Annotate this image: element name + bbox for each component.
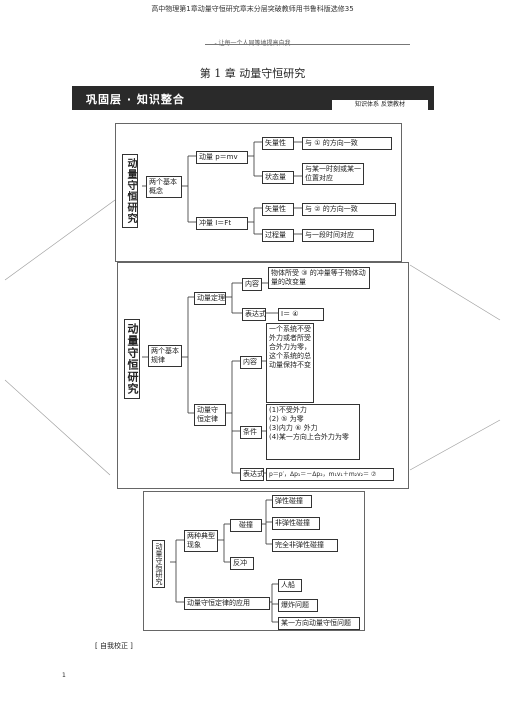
banner-title: 巩固层 · 知识整合 (86, 93, 185, 106)
map1-process: 过程量 (262, 229, 294, 242)
map2-branch: 两个基本规律 (148, 345, 182, 367)
page-number: 1 (62, 672, 66, 679)
map3-perfectly-inelastic: 完全非弹性碰撞 (272, 539, 338, 552)
map2-content2-value: 一个系统不受外力或者所受合外力为零，这个系统的总动量保持不变 (266, 323, 314, 403)
map1-momentum: 动量 p＝mv (196, 151, 248, 164)
map2-expr2-value: p＝p′，Δp₁＝－Δp₂，m₁v₁＋m₂v₂＝ ⑦ (266, 468, 394, 481)
map2-conservation: 动量守恒定律 (194, 404, 226, 426)
map2-theorem: 动量定理 (194, 292, 226, 305)
concept-map-2: 动量守恒研究 两个基本规律 动量定理 内容 物体所受 ③ 的冲量等于物体动量的改… (117, 262, 409, 489)
map1-branch: 两个基本概念 (146, 176, 182, 198)
self-correction-label: [ 自我校正 ] (95, 642, 133, 650)
map3-root: 动量守恒研究 (152, 540, 165, 588)
map3-elastic: 弹性碰撞 (272, 495, 312, 508)
condition-item: (4)某一方向上合外力为零 (269, 433, 349, 441)
map3-inelastic: 非弹性碰撞 (272, 517, 320, 530)
map3-collision: 碰撞 (230, 519, 262, 532)
map2-content1-value: 物体所受 ③ 的冲量等于物体动量的改变量 (268, 267, 370, 289)
map1-vector2: 矢量性 (262, 203, 294, 216)
document-header: 高中物理第1章动量守恒研究章末分层突破教师用书鲁科版选修35 (151, 5, 354, 13)
map2-expr1-value: I＝ ④ (278, 308, 324, 321)
map2-content2: 内容 (240, 356, 262, 369)
map2-expr2: 表达式 (240, 468, 264, 481)
map3-explosion: 爆炸问题 (278, 599, 318, 612)
header-subtitle: - 让每一个人同等地提高自我 (214, 40, 291, 47)
concept-map-1: 动量守恒研究 两个基本概念 动量 p＝mv 冲量 I＝Ft 矢量性 与 ① 的方… (115, 123, 402, 262)
condition-item: (2) ⑤ 为零 (269, 415, 304, 423)
map2-root: 动量守恒研究 (124, 319, 140, 399)
condition-item: (1)不受外力 (269, 406, 307, 414)
header-rule (205, 44, 410, 45)
map3-man-boat: 人船 (278, 579, 302, 592)
map3-branch: 两种典型现象 (184, 530, 218, 552)
concept-map-3: 动量守恒研究 两种典型现象 碰撞 弹性碰撞 非弹性碰撞 完全非弹性碰撞 反冲 动… (143, 491, 365, 631)
map2-condition: 条件 (240, 426, 262, 439)
map3-one-direction: 某一方向动量守恒问题 (278, 617, 360, 630)
map2-condition-list: (1)不受外力 (2) ⑤ 为零 (3)内力 ⑥ 外力 (4)某一方向上合外力为… (266, 404, 360, 460)
map3-application: 动量守恒定律的应用 (184, 597, 270, 610)
map1-state: 状态量 (262, 171, 294, 184)
banner-tag: 知识体系 反馈教材 (332, 100, 428, 110)
map1-impulse: 冲量 I＝Ft (196, 217, 248, 230)
map1-vector1: 矢量性 (262, 137, 294, 150)
map2-expr1: 表达式 (242, 308, 266, 321)
map2-content1: 内容 (242, 278, 262, 291)
map3-recoil: 反冲 (230, 557, 254, 570)
map1-vector2-value: 与 ② 的方向一致 (302, 203, 396, 216)
section-banner: 巩固层 · 知识整合 知识体系 反馈教材 (72, 86, 434, 110)
map1-process-value: 与一段时间对应 (302, 229, 374, 242)
map1-root: 动量守恒研究 (122, 154, 138, 228)
condition-item: (3)内力 ⑥ 外力 (269, 424, 318, 432)
chapter-title: 第 1 章 动量守恒研究 (199, 67, 306, 80)
map1-state-value: 与某一时刻或某一位置对应 (302, 163, 364, 185)
map1-vector1-value: 与 ① 的方向一致 (302, 137, 392, 150)
